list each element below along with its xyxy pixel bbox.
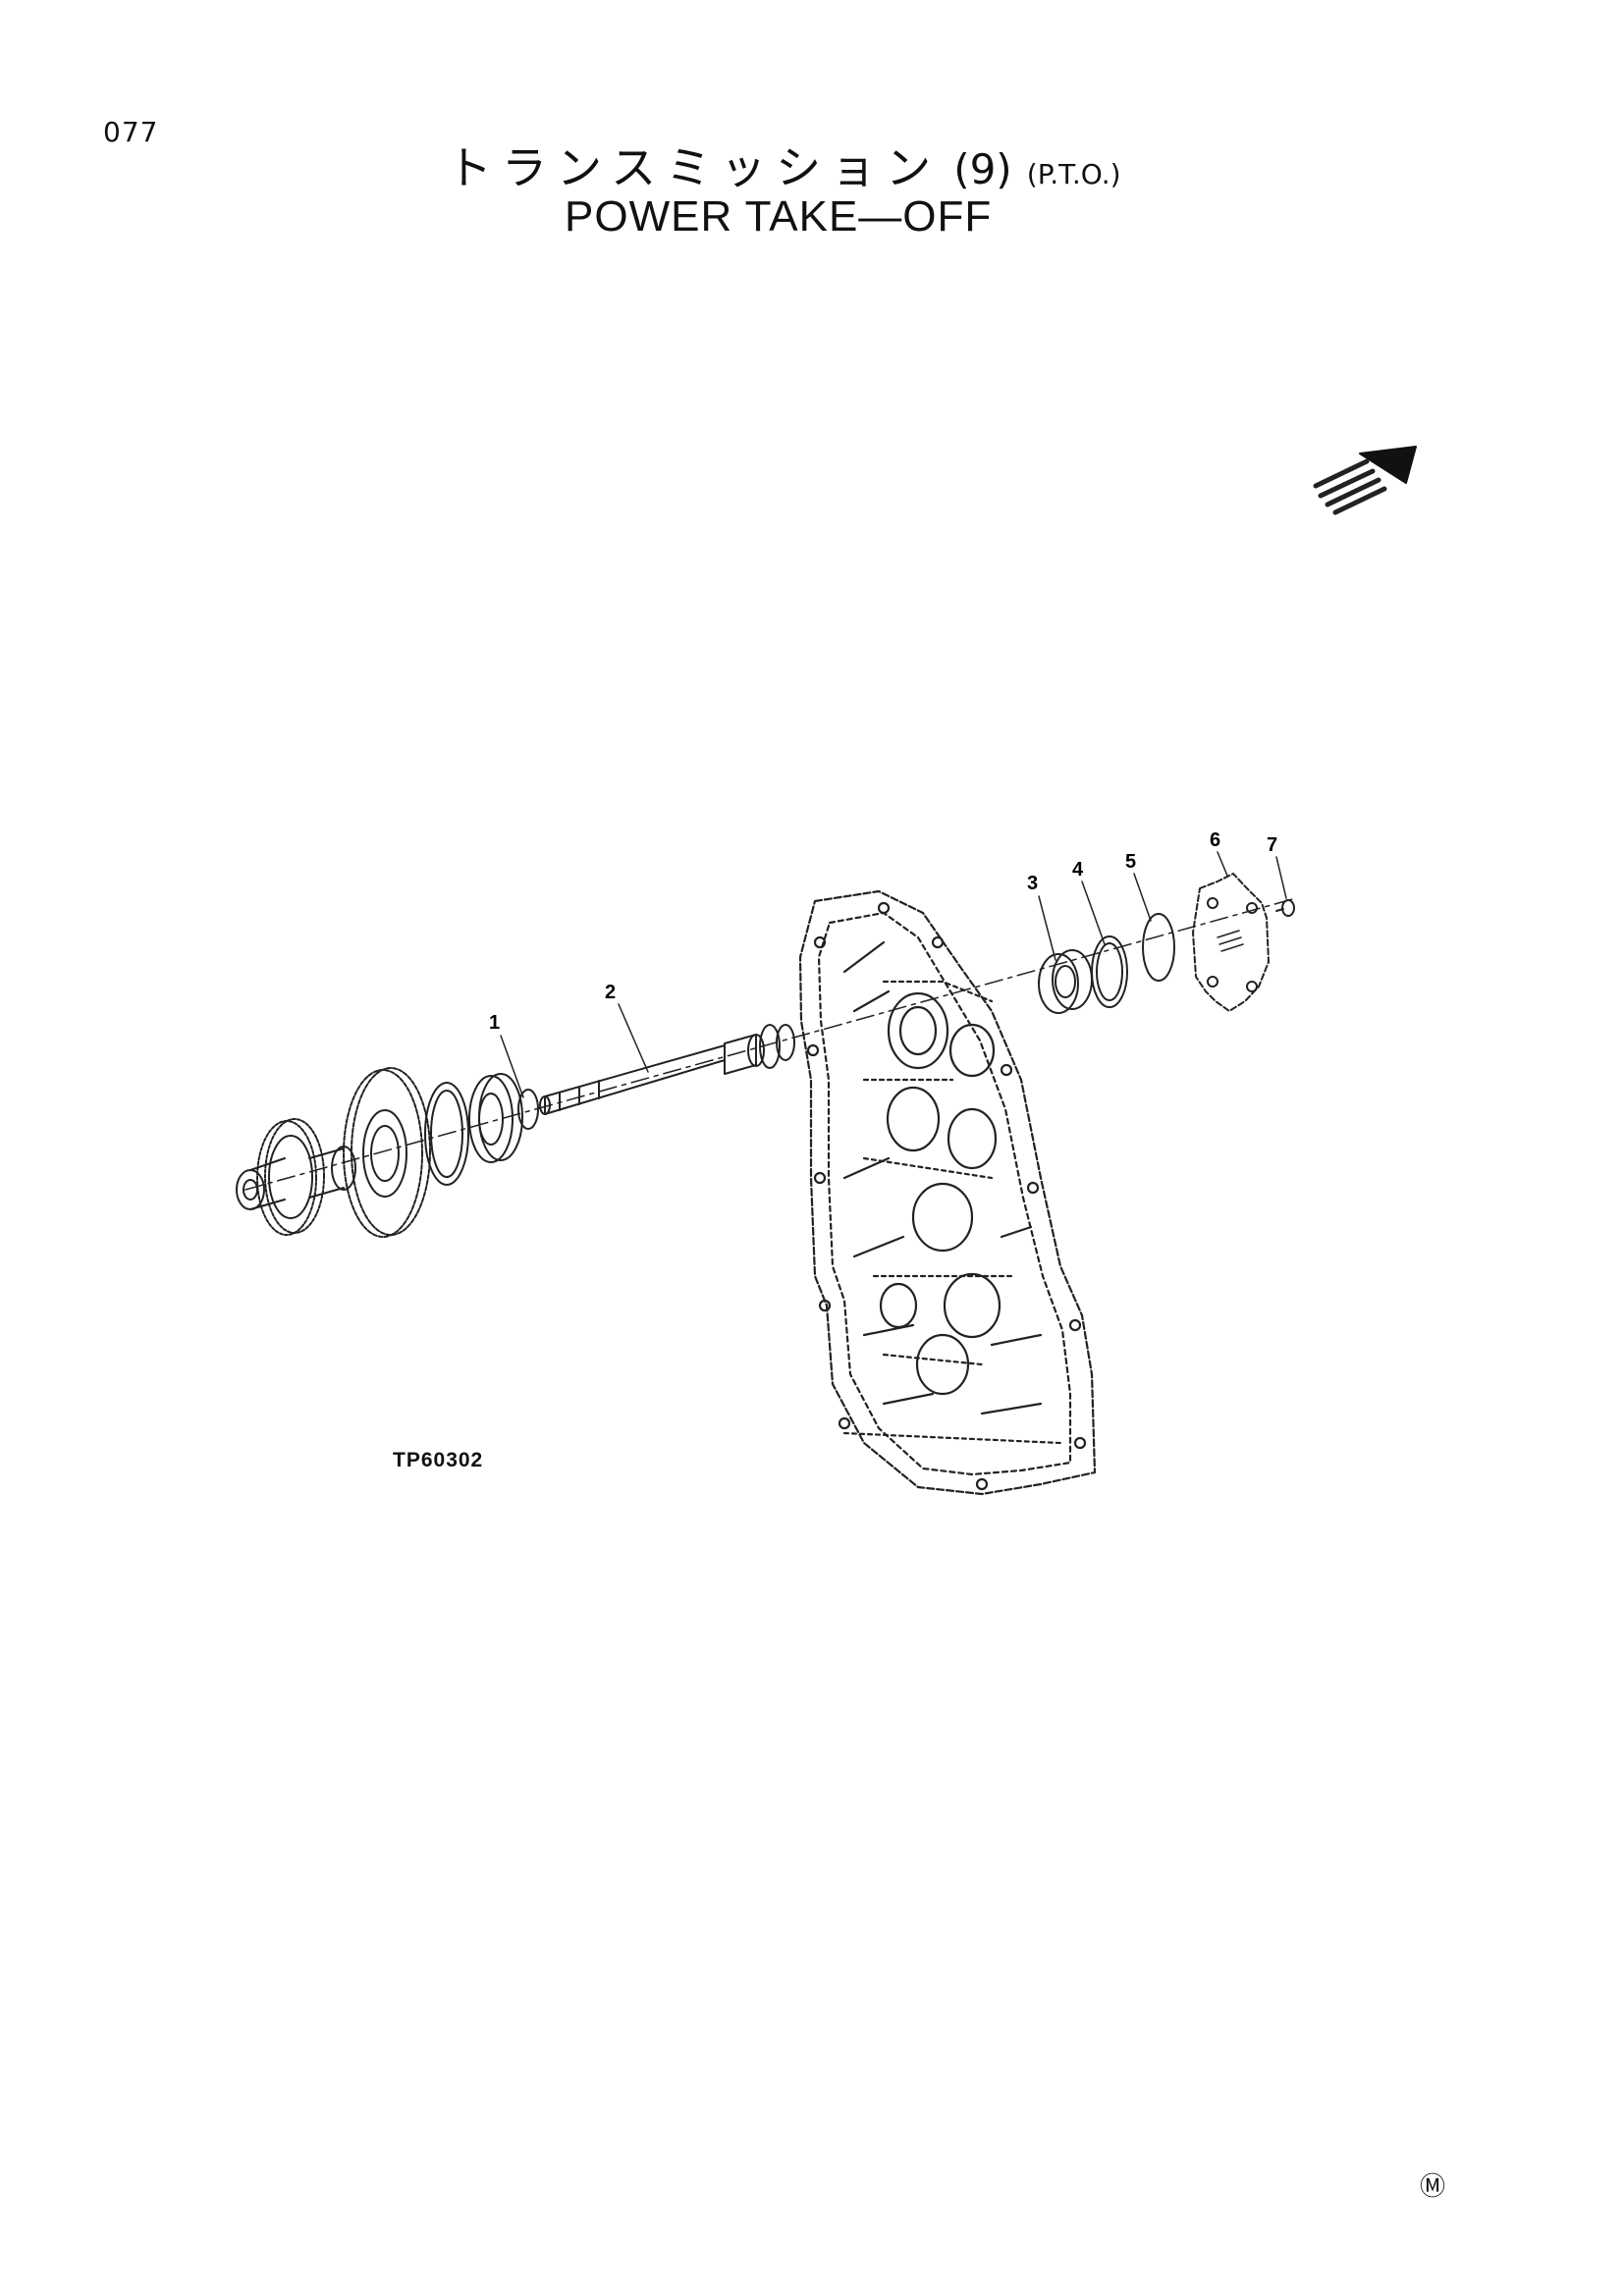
part-6-cover-plate	[1192, 873, 1270, 1012]
callout-7: 7	[1267, 834, 1277, 856]
callout-6: 6	[1210, 829, 1220, 851]
part-1-o-ring	[517, 1089, 539, 1130]
part-5-o-ring	[1142, 913, 1175, 982]
part-2-shaft	[539, 1024, 795, 1115]
part-7-bolt	[1275, 899, 1295, 917]
snap-ring	[424, 1082, 469, 1186]
figure-id: TP60302	[393, 1449, 484, 1471]
page-number: 077	[103, 116, 159, 148]
leader-lines	[500, 851, 1287, 1098]
callout-3: 3	[1027, 873, 1038, 894]
callout-4: 4	[1072, 859, 1084, 881]
thrust-plate	[343, 1067, 431, 1238]
transmission-housing	[798, 889, 1097, 1496]
gear-assembly	[236, 1118, 356, 1236]
title-english: POWER TAKE—OFF	[565, 192, 993, 240]
center-axis-line	[244, 897, 1297, 1191]
direction-arrow-icon	[1313, 446, 1417, 515]
title-japanese-line: トランスミッション (9) (P.T.O.)	[447, 133, 1121, 197]
title-section-number: (9)	[953, 145, 1012, 193]
inner-bearing	[468, 1073, 523, 1163]
part-3-bearing	[1038, 949, 1093, 1014]
title-japanese: トランスミッション	[447, 141, 942, 194]
callout-1: 1	[489, 1012, 500, 1034]
title-pto-abbreviation: (P.T.O.)	[1026, 158, 1121, 190]
callout-labels: 1 2 3 4 5 6 7	[489, 829, 1277, 1034]
callout-2: 2	[605, 982, 616, 1003]
callout-5: 5	[1125, 851, 1136, 873]
part-4-snap-ring	[1091, 935, 1128, 1008]
corner-mark: Ⓜ	[1420, 2172, 1446, 2202]
